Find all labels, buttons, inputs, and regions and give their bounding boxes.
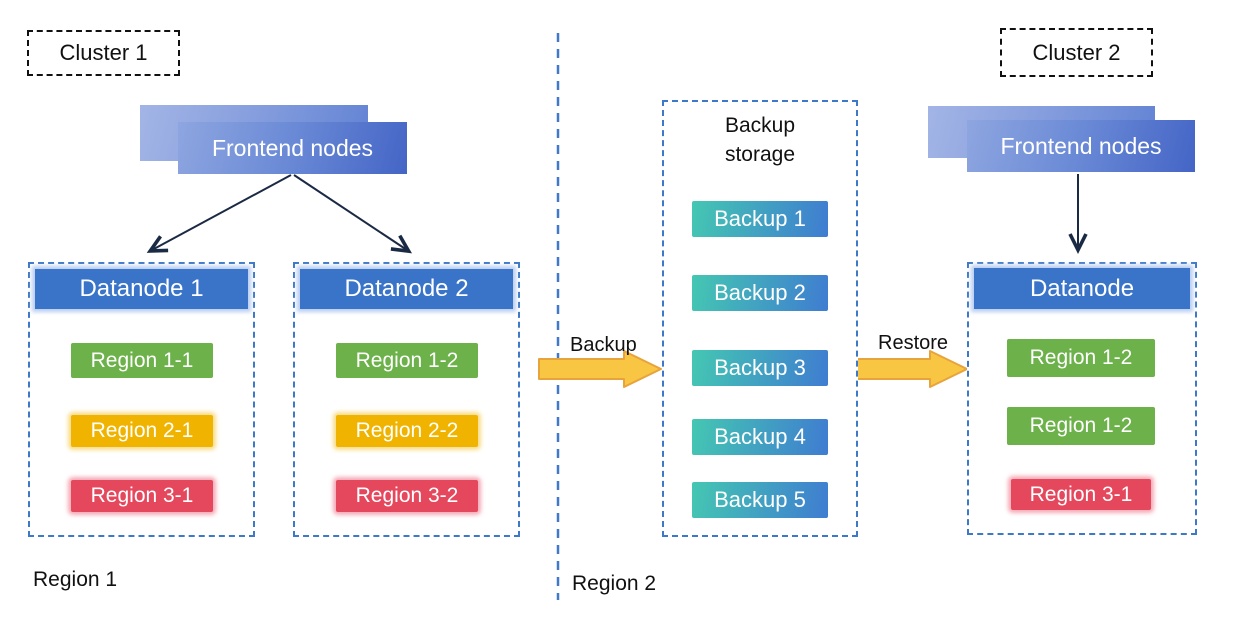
backup-item-4: Backup 4: [692, 419, 828, 455]
datanode2-title: Datanode 2: [344, 275, 469, 302]
connector-frontend-datanode1: [146, 174, 292, 253]
backup-item-label: Backup 3: [714, 355, 806, 380]
backup-item-label: Backup 4: [714, 424, 806, 449]
backup-flow-label: Backup: [570, 334, 637, 356]
region1-footnote: Region 1: [33, 568, 118, 591]
region2-footnote: Region 2: [572, 572, 657, 595]
region-label: Region 2-1: [90, 419, 194, 442]
region-label: Region 1-2: [355, 348, 459, 372]
region-label: Region 3-1: [1029, 482, 1133, 506]
backup-item-label: Backup 5: [714, 487, 806, 512]
region-box-3-2: Region 3-2: [336, 480, 478, 512]
region-label: Region 1-2: [1029, 414, 1133, 437]
cluster2-datanode-header: Datanode: [974, 268, 1190, 309]
region-box-3-1: Region 3-1: [71, 480, 213, 512]
datanode1-title: Datanode 1: [79, 275, 204, 302]
datanode1-header: Datanode 1: [35, 269, 248, 309]
datanode2-panel: Datanode 2 Region 1-2 Region 2-2 Region …: [293, 262, 520, 537]
cluster1-frontend-card: Frontend nodes: [178, 122, 407, 174]
backup-item-label: Backup 2: [714, 280, 806, 305]
restored-region-box-1: Region 1-2: [1007, 339, 1155, 377]
restored-region-box-3: Region 3-1: [1011, 479, 1151, 510]
cluster2-frontend-card: Frontend nodes: [967, 120, 1195, 172]
backup-item-label: Backup 1: [714, 206, 806, 231]
backup-item-1: Backup 1: [692, 201, 828, 237]
cluster2-frontend-label: Frontend nodes: [1000, 132, 1162, 159]
cluster2-label-box: Cluster 2: [1000, 28, 1153, 77]
datanode2-header: Datanode 2: [300, 269, 513, 309]
backup-storage-title: Backup storage: [664, 111, 856, 169]
region-label: Region 2-2: [355, 419, 459, 442]
backup-item-2: Backup 2: [692, 275, 828, 311]
datanode1-panel: Datanode 1 Region 1-1 Region 2-1 Region …: [28, 262, 255, 537]
region-label: Region 1-2: [1029, 346, 1133, 369]
cluster2-datanode-title: Datanode: [1029, 274, 1135, 302]
backup-item-5: Backup 5: [692, 482, 828, 518]
region-box-2-2: Region 2-2: [336, 415, 478, 447]
cluster2-datanode-panel: Datanode Region 1-2 Region 1-2 Region 3-…: [967, 262, 1197, 535]
backup-storage-panel: Backup storage Backup 1 Backup 2 Backup …: [662, 100, 858, 537]
backup-storage-title-line1: Backup: [724, 114, 796, 137]
restore-flow-label: Restore: [878, 332, 949, 354]
cluster1-label-box: Cluster 1: [27, 30, 180, 76]
cluster2-label: Cluster 2: [1032, 39, 1121, 65]
region-box-1-2: Region 1-2: [336, 343, 478, 378]
region-box-2-1: Region 2-1: [71, 415, 213, 447]
restored-region-box-2: Region 1-2: [1007, 407, 1155, 445]
region-label: Region 1-1: [90, 348, 194, 372]
connector-frontend-datanode2: [293, 174, 413, 254]
cluster1-frontend-label: Frontend nodes: [211, 134, 374, 161]
backup-storage-title-line2: storage: [724, 143, 796, 166]
region-box-1-1: Region 1-1: [71, 343, 213, 378]
region-label: Region 3-2: [355, 484, 459, 507]
cluster1-label: Cluster 1: [59, 40, 148, 65]
region-label: Region 3-1: [90, 484, 194, 507]
backup-item-3: Backup 3: [692, 350, 828, 386]
restore-arrow: [856, 350, 968, 388]
